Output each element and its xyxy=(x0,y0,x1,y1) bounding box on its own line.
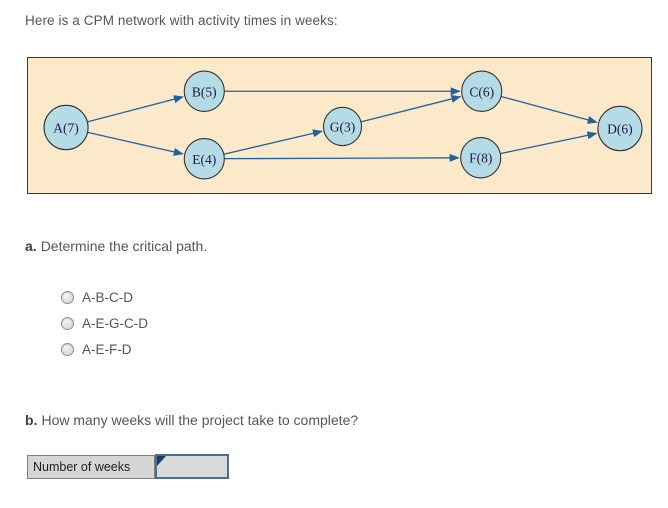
node-circle-F xyxy=(460,137,502,179)
question-b-prefix: b. xyxy=(25,412,38,428)
answer-input-cell[interactable] xyxy=(155,454,229,479)
node-label-G: G(3) xyxy=(330,119,356,135)
option-label: A-B-C-D xyxy=(82,289,133,305)
critical-path-option[interactable]: A-B-C-D xyxy=(61,284,148,310)
critical-path-option[interactable]: A-E-F-D xyxy=(61,336,148,362)
node-circle-C xyxy=(461,70,503,112)
node-label-E: E(4) xyxy=(192,152,216,168)
edge-E-F xyxy=(224,153,460,162)
edge-A-B xyxy=(87,95,184,123)
activity-node-G: G(3) xyxy=(322,106,363,147)
activity-node-B: B(5) xyxy=(183,70,225,112)
option-label: A-E-G-C-D xyxy=(82,315,148,331)
radio-button-icon[interactable] xyxy=(61,342,74,356)
number-of-weeks-input[interactable] xyxy=(157,456,227,477)
node-label-A: A(7) xyxy=(53,120,79,136)
question-b: b.How many weeks will the project take t… xyxy=(25,412,358,428)
activity-node-A: A(7) xyxy=(43,104,89,151)
radio-button-icon[interactable] xyxy=(61,290,74,304)
edge-C-D xyxy=(500,95,598,124)
radio-button-icon[interactable] xyxy=(61,316,74,330)
critical-path-options: A-B-C-D A-E-G-C-D A-E-F-D xyxy=(61,284,148,362)
activity-node-D: D(6) xyxy=(597,105,643,152)
question-a: a.Determine the critical path. xyxy=(25,238,207,254)
activity-node-E: E(4) xyxy=(183,138,225,180)
node-circle-A xyxy=(43,104,89,151)
activity-node-C: C(6) xyxy=(461,70,503,112)
node-label-F: F(8) xyxy=(469,151,492,167)
node-circle-G xyxy=(322,106,363,147)
node-label-C: C(6) xyxy=(469,84,494,100)
critical-path-option[interactable]: A-E-G-C-D xyxy=(61,310,148,336)
edge-F-D xyxy=(500,131,598,155)
activity-node-F: F(8) xyxy=(460,137,502,179)
question-a-text: Determine the critical path. xyxy=(40,238,208,254)
question-b-text: How many weeks will the project take to … xyxy=(41,412,359,428)
node-label-B: B(5) xyxy=(192,84,217,100)
answer-label: Number of weeks xyxy=(27,455,155,479)
question-a-prefix: a. xyxy=(25,238,37,254)
node-circle-B xyxy=(183,70,225,112)
edge-A-E xyxy=(87,131,184,156)
edge-G-C xyxy=(360,94,462,123)
cpm-network-svg: A(7) B(5) E(4) G(3) C(6) F(8) D(6) xyxy=(43,70,643,180)
option-label: A-E-F-D xyxy=(82,341,132,357)
page-title: Here is a CPM network with activity time… xyxy=(25,13,338,28)
answer-row: Number of weeks xyxy=(27,454,229,479)
node-circle-D xyxy=(597,105,643,152)
node-label-D: D(6) xyxy=(607,122,633,138)
node-circle-E xyxy=(183,138,225,180)
edge-E-G xyxy=(223,129,323,155)
cpm-network-diagram: A(7) B(5) E(4) G(3) C(6) F(8) D(6) xyxy=(27,57,652,194)
